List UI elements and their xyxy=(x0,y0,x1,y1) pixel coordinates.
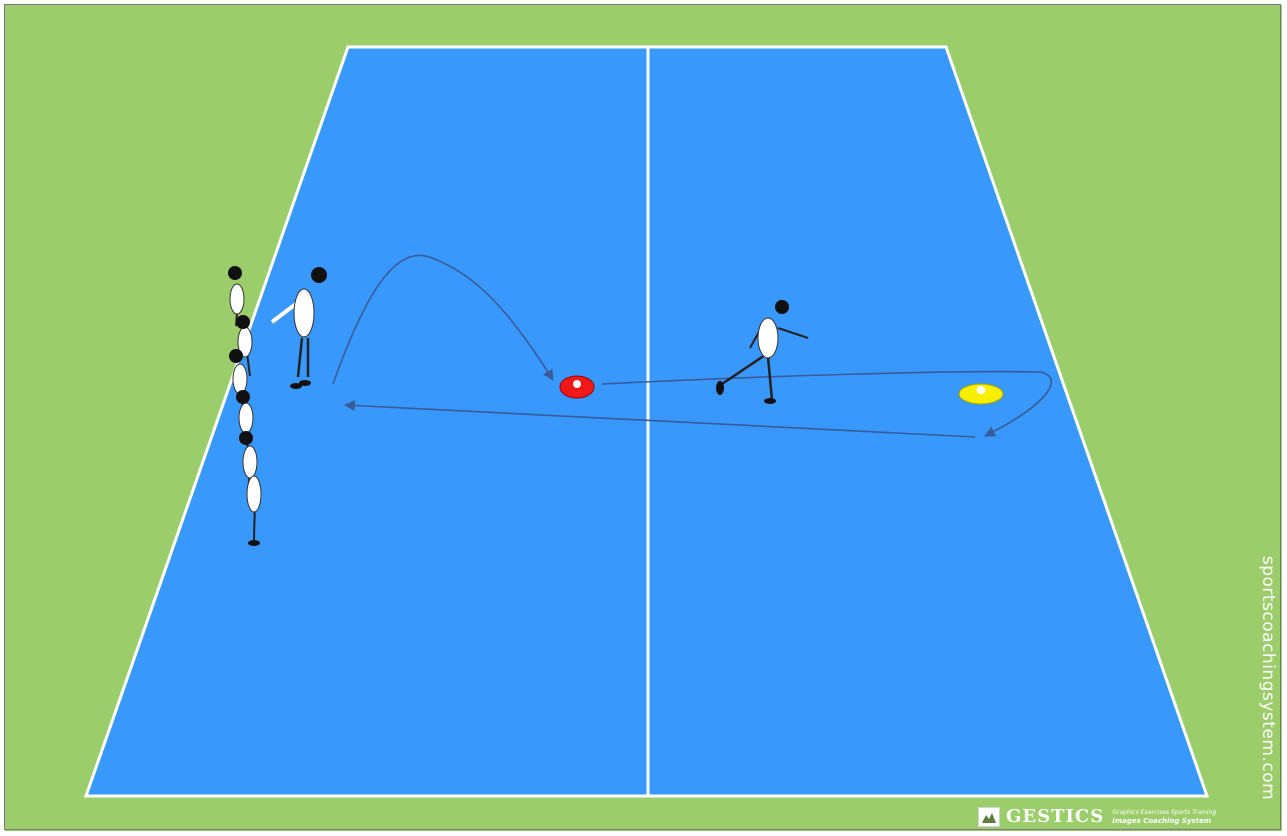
brand-tagline-line2: Images Coaching System xyxy=(1112,817,1216,825)
brand-tagline-line1: Graphics Exercises Sports Training xyxy=(1112,809,1216,817)
gestics-branding: GESTICS Graphics Exercises Sports Traini… xyxy=(978,806,1216,827)
brand-tagline: Graphics Exercises Sports Training Image… xyxy=(1112,809,1216,825)
brand-name: GESTICS xyxy=(1006,806,1104,827)
yellow-cone xyxy=(959,384,1003,404)
red-cone xyxy=(560,376,594,398)
website-watermark: sportscoachingsystem.com xyxy=(1258,556,1278,800)
gestics-logo-icon xyxy=(978,807,1000,827)
